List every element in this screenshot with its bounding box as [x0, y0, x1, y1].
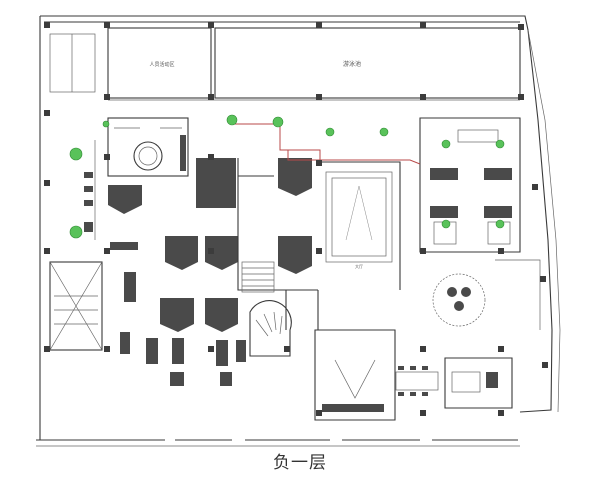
- spiral-stair: [241, 261, 292, 357]
- room-label-top-left: 人员活动区: [149, 61, 174, 68]
- dining-area: [322, 359, 439, 412]
- hall-label: 大厅: [355, 263, 363, 269]
- columns: [44, 22, 548, 416]
- pipe-routing: [232, 123, 421, 166]
- right-lounge: [430, 129, 512, 245]
- office: [451, 371, 498, 393]
- left-fixtures: [84, 140, 96, 240]
- interior-walls: [237, 117, 541, 421]
- outer-walls: [36, 15, 561, 447]
- top-rooms: 人员活动区 游泳池: [49, 27, 521, 101]
- green-markers: [69, 114, 505, 239]
- central-lounge: 大厅: [325, 171, 393, 269]
- left-stair: [49, 261, 103, 351]
- pool-label: 游泳池: [343, 60, 361, 68]
- utility-room: [107, 117, 189, 177]
- floor-caption: 负一层: [273, 453, 327, 473]
- round-feature: [432, 273, 486, 327]
- table-group: [108, 158, 312, 386]
